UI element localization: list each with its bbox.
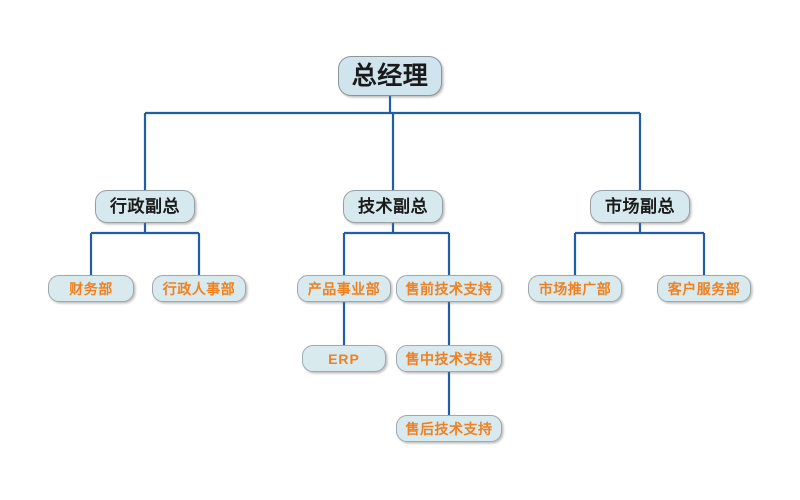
node-label: 售中技术支持: [405, 350, 493, 367]
node-label: 技术副总: [358, 197, 428, 216]
node-label: 售后技术支持: [405, 420, 493, 437]
node-presale-support[interactable]: 售前技术支持: [396, 275, 502, 302]
node-admin-hr-dept[interactable]: 行政人事部: [152, 275, 246, 302]
node-erp[interactable]: ERP: [302, 345, 386, 372]
node-label: 售前技术支持: [405, 280, 493, 297]
node-label: 客户服务部: [667, 280, 741, 297]
node-label: 行政人事部: [162, 280, 236, 297]
node-label: 市场推广部: [538, 280, 612, 297]
node-label: 财务部: [69, 280, 113, 297]
node-finance-dept[interactable]: 财务部: [48, 275, 134, 302]
node-label: 市场副总: [605, 197, 675, 216]
node-admin-vp[interactable]: 行政副总: [95, 190, 195, 223]
node-tech-vp[interactable]: 技术副总: [343, 190, 443, 223]
node-marketing-dept[interactable]: 市场推广部: [528, 275, 622, 302]
node-midsale-support[interactable]: 售中技术支持: [396, 345, 502, 372]
node-customer-service-dept[interactable]: 客户服务部: [657, 275, 751, 302]
node-general-manager[interactable]: 总经理: [338, 56, 442, 96]
node-label: 总经理: [351, 61, 429, 90]
node-product-division[interactable]: 产品事业部: [297, 275, 391, 302]
node-aftersale-support[interactable]: 售后技术支持: [396, 415, 502, 442]
node-market-vp[interactable]: 市场副总: [590, 190, 690, 223]
node-label: 产品事业部: [307, 280, 381, 297]
node-label: ERP: [328, 350, 360, 367]
node-label: 行政副总: [110, 197, 180, 216]
